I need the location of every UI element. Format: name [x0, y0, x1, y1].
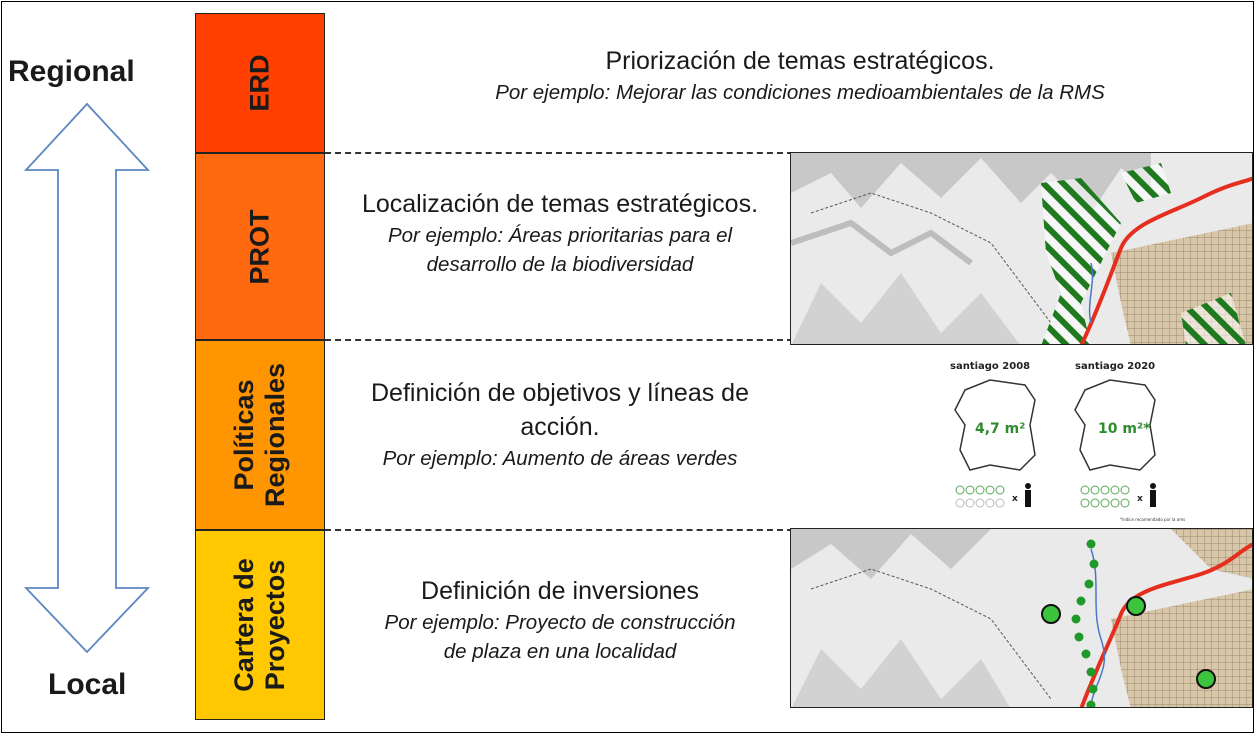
tier-cartera: Cartera de Proyectos [195, 530, 325, 720]
double-headed-arrow [23, 102, 151, 654]
times-2008: x [1012, 494, 1018, 504]
tree-icons-2008 [955, 485, 1005, 508]
map-biodiversity-areas [790, 152, 1253, 345]
map-project-locations [790, 528, 1253, 708]
green-area-infographic: santiago 2008 santiago 2020 4,7 m² 10 m²… [930, 355, 1210, 525]
separator-1 [325, 152, 793, 154]
separator-3 [325, 529, 793, 531]
tier-cartera-label: Cartera de Proyectos [229, 558, 290, 692]
infographic-title-2008: santiago 2008 [950, 361, 1030, 372]
infographic-footnote: *índice recomendado por la oms [1120, 517, 1185, 522]
green-corridor-dots [1071, 539, 1099, 707]
local-label: Local [48, 668, 127, 701]
project-location-markers [1041, 596, 1216, 689]
tier-politicas: Políticas Regionales [195, 340, 325, 530]
santiago-2008-outline [954, 379, 1036, 471]
regional-label: Regional [8, 55, 135, 88]
description-prot: Localización de temas estratégicos. Por … [361, 190, 759, 276]
infographic-title-2020: santiago 2020 [1075, 361, 1155, 372]
tier-erd: ERD [195, 13, 325, 153]
tier-erd-label: ERD [244, 54, 275, 112]
description-politicas: Definición de objetivos y líneas de acci… [370, 379, 749, 470]
description-erd: Priorización de temas estratégicos. Por … [495, 47, 1105, 104]
tier-politicas-label: Políticas Regionales [229, 362, 290, 508]
santiago-2020-outline [1074, 379, 1156, 471]
tree-icons-2020 [1080, 485, 1130, 508]
tier-prot-label: PROT [244, 208, 275, 285]
separator-2 [325, 339, 793, 341]
value-2020: 10 m²* [1098, 421, 1151, 437]
description-cartera: Definición de inversiones Por ejemplo: P… [384, 577, 736, 663]
person-icon-2020 [1150, 483, 1156, 507]
times-2020: x [1137, 494, 1143, 504]
tier-prot: PROT [195, 153, 325, 340]
person-icon-2008 [1025, 483, 1031, 507]
value-2008: 4,7 m² [975, 421, 1025, 437]
